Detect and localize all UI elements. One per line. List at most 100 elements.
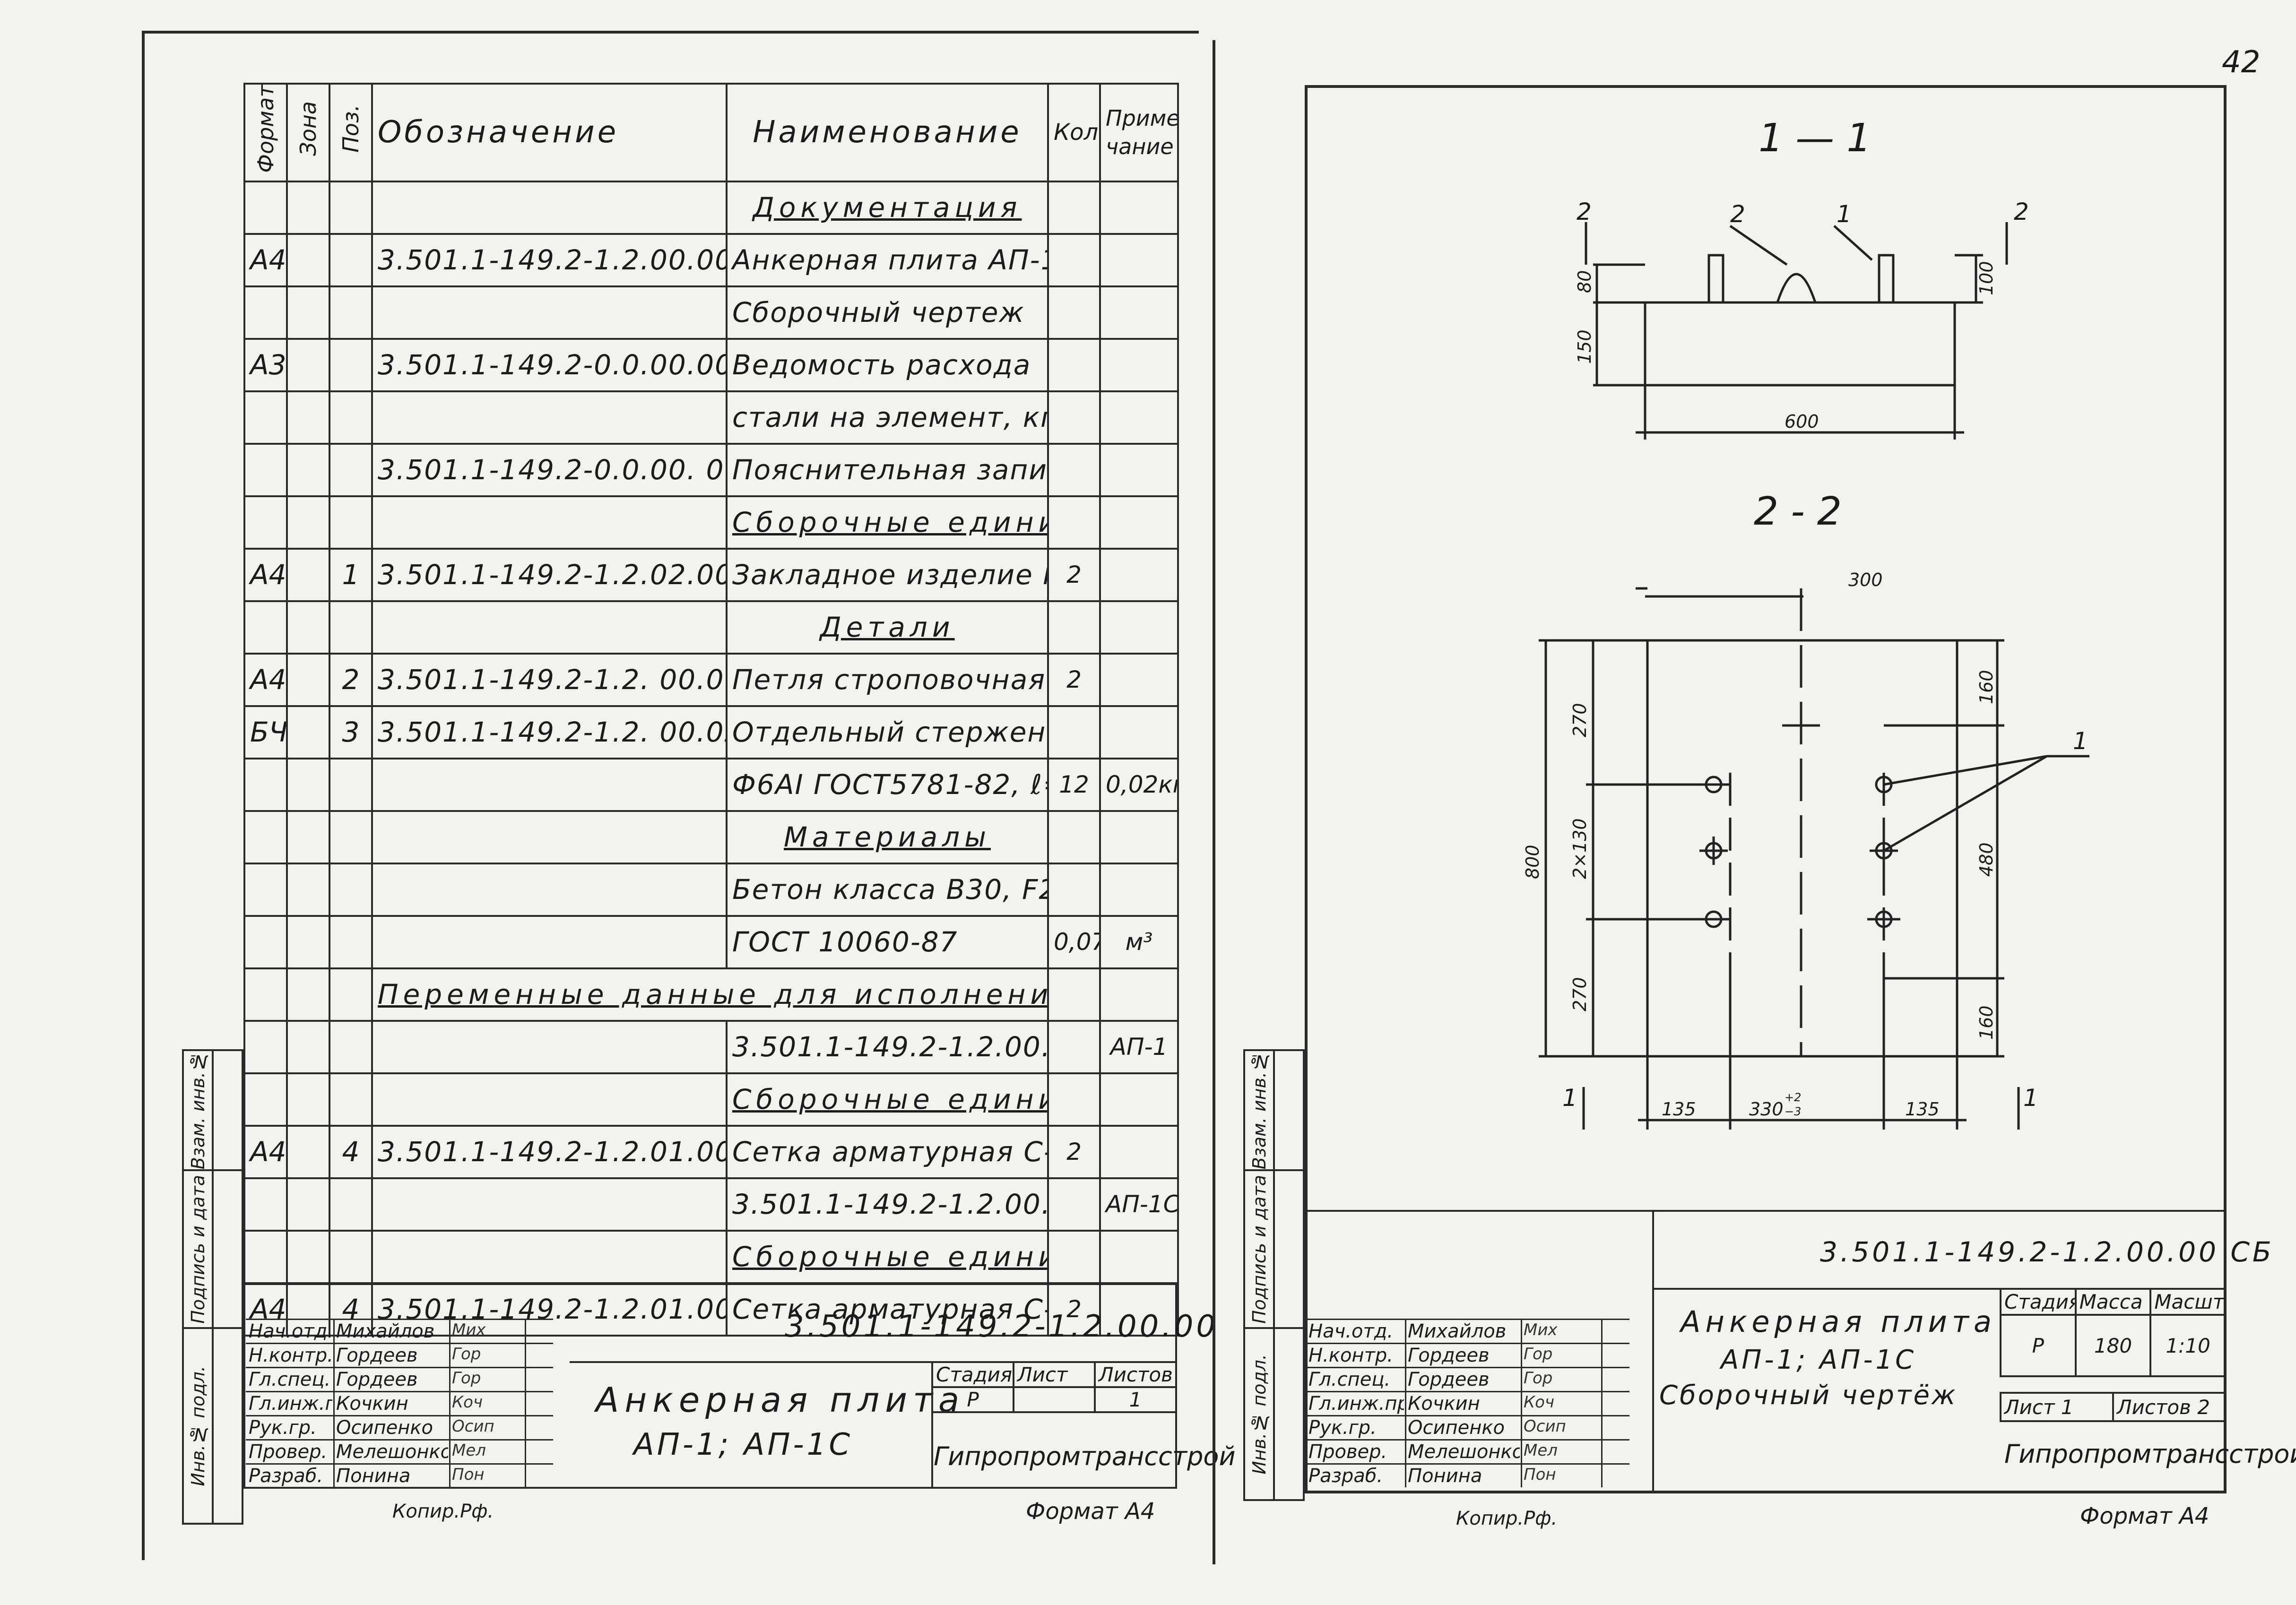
- spec-cell-empty: [286, 967, 330, 1022]
- left-code: 3.501.1-149.2-1.2.00.00: [785, 1309, 1219, 1344]
- right-org: Гипропромтрансстрой: [2004, 1439, 2296, 1469]
- spec-cell-qty: 2: [1047, 652, 1101, 707]
- left-footer-format: Формат А4: [1026, 1498, 1155, 1525]
- spec-cell-name: Ведомость расхода: [726, 337, 1049, 392]
- spec-cell-empty: [286, 757, 330, 812]
- section-1-loop-right: [1878, 254, 1895, 304]
- col-qty: Кол.: [1047, 83, 1101, 182]
- col-name: Наименование: [726, 83, 1049, 182]
- tb-person-role: Гл.спец.: [1308, 1369, 1391, 1390]
- right-code-line: [1652, 1288, 2227, 1290]
- dim-270-bot: 270: [1569, 977, 1590, 1011]
- spec-cell-empty: [243, 1072, 288, 1127]
- left-side-strip: Взам. инв.№ Подпись и дата Инв.№ подл.: [182, 1049, 243, 1525]
- spec-row: Документация: [243, 180, 1179, 235]
- spec-cell-name: Сборочный чертеж: [726, 285, 1049, 340]
- tb-col-line: [449, 1319, 451, 1487]
- col-note: Приме- чание: [1099, 83, 1179, 182]
- tb-person-name: Михайлов: [336, 1320, 435, 1342]
- spec-cell-empty: [286, 915, 330, 969]
- spec-cell-empty: [286, 1124, 330, 1179]
- spec-cell-note: [1099, 390, 1179, 445]
- right-footer-copy: Копир.Рф.: [1456, 1508, 1558, 1529]
- dim-135-left: 135: [1662, 1099, 1696, 1120]
- spec-cell-pos: 1: [329, 547, 373, 602]
- spec-row: Сборочные единицы: [243, 1072, 1179, 1127]
- tb-person-sig: Мел: [452, 1441, 486, 1460]
- dim-800: 800: [1522, 845, 1543, 879]
- tb-row-line: [1306, 1319, 1629, 1320]
- spec-cell-empty: [286, 652, 330, 707]
- spec-cell-empty: [286, 337, 330, 392]
- spec-cell-pos: [329, 1019, 373, 1074]
- tb-person-role: Нач.отд.: [1308, 1320, 1394, 1342]
- spec-cell-empty: [286, 1019, 330, 1074]
- tb-person-name: Осипенко: [336, 1417, 433, 1439]
- spec-cell-section_wide: Переменные данные для исполнений: [371, 967, 1049, 1022]
- spec-cell-name: Сетка арматурная С-30: [726, 1282, 1049, 1337]
- spec-cell-qty: [1047, 233, 1101, 287]
- left-footer-copy: Копир.Рф.: [392, 1501, 494, 1522]
- tb-row-line: [246, 1391, 553, 1392]
- side-inv-r: Инв.№ подл.: [1248, 1354, 1270, 1475]
- spec-cell-pos: [329, 390, 373, 445]
- spec-cell-note: [1099, 547, 1179, 602]
- spec-cell-designation: 3.501.1-149.2-1.2.02.00: [371, 547, 728, 602]
- col-zone: Зона: [286, 83, 330, 182]
- dim-2x130: 2×130: [1569, 818, 1590, 879]
- spec-cell-pos: [329, 233, 373, 287]
- dim-150: 150: [1574, 329, 1595, 364]
- spec-cell-note: АП-1: [1099, 1019, 1179, 1074]
- left-title-1: Анкерная плита: [596, 1380, 965, 1420]
- spec-cell-empty: [329, 810, 373, 864]
- right-mass-h: Масса: [2074, 1288, 2152, 1316]
- spec-cell-empty: [371, 1229, 728, 1284]
- tb-person-role: Гл.инж.пр.: [1308, 1393, 1404, 1415]
- tb-person-name: Гордеев: [336, 1345, 418, 1366]
- spec-cell-section: Сборочные единицы: [726, 1072, 1049, 1127]
- spec-row: Бетон класса В30, F200: [243, 862, 1179, 917]
- right-title-2: АП-1; АП-1С: [1721, 1345, 1917, 1375]
- spec-cell-empty: [1099, 810, 1179, 864]
- tb-row-line: [1306, 1439, 1629, 1441]
- dim-300: 300: [1848, 570, 1883, 590]
- spec-cell-note: [1099, 705, 1179, 759]
- spec-cell-pos: [329, 757, 373, 812]
- tb-person-sig: Гор: [452, 1345, 481, 1363]
- spec-cell-empty: [286, 180, 330, 235]
- spec-row: стали на элемент, кг: [243, 390, 1179, 445]
- spec-cell-empty: [371, 600, 728, 655]
- spec-cell-note: [1099, 1124, 1179, 1179]
- tb-person-role: Провер.: [249, 1441, 328, 1463]
- spec-cell-designation: [371, 390, 728, 445]
- tb-row-line: [1306, 1463, 1629, 1465]
- spec-cell-pos: [329, 337, 373, 392]
- col-note-line1: Приме-: [1106, 105, 1176, 131]
- tb-person-sig: Пон: [452, 1465, 485, 1484]
- spec-cell-empty: [286, 233, 330, 287]
- spec-cell-designation: 3.501.1-149.2-1.2.01.00-01: [371, 1282, 728, 1337]
- callout-1b: 1: [2073, 727, 2088, 755]
- right-title-3: Сборочный чертёж: [1659, 1380, 1958, 1411]
- spec-cell-name: Петля строповочная: [726, 652, 1049, 707]
- spec-cell-note: м³: [1099, 915, 1179, 969]
- cut-mark-b: 2: [2014, 198, 2029, 225]
- spec-cell-empty: [243, 810, 288, 864]
- spec-row: Сборочный чертеж: [243, 285, 1179, 340]
- spec-cell-designation: [371, 1019, 728, 1074]
- spec-cell-empty: [286, 705, 330, 759]
- spec-cell-qty: [1047, 862, 1101, 917]
- tb-person-sig: Гор: [1524, 1369, 1553, 1388]
- spec-row: Материалы: [243, 810, 1179, 864]
- right-scale-h: Масшт.: [2149, 1288, 2227, 1316]
- tb-person-role: Рук.гр.: [249, 1417, 317, 1439]
- tb-row-line: [1306, 1391, 1629, 1392]
- spec-row: Сборочные единицы: [243, 495, 1179, 550]
- right-footer-format: Формат А4: [2080, 1503, 2209, 1529]
- right-tb-vline: [1652, 1210, 1654, 1493]
- right-sheet-frame: [1213, 40, 2267, 1564]
- spec-cell-format: БЧ: [243, 705, 288, 759]
